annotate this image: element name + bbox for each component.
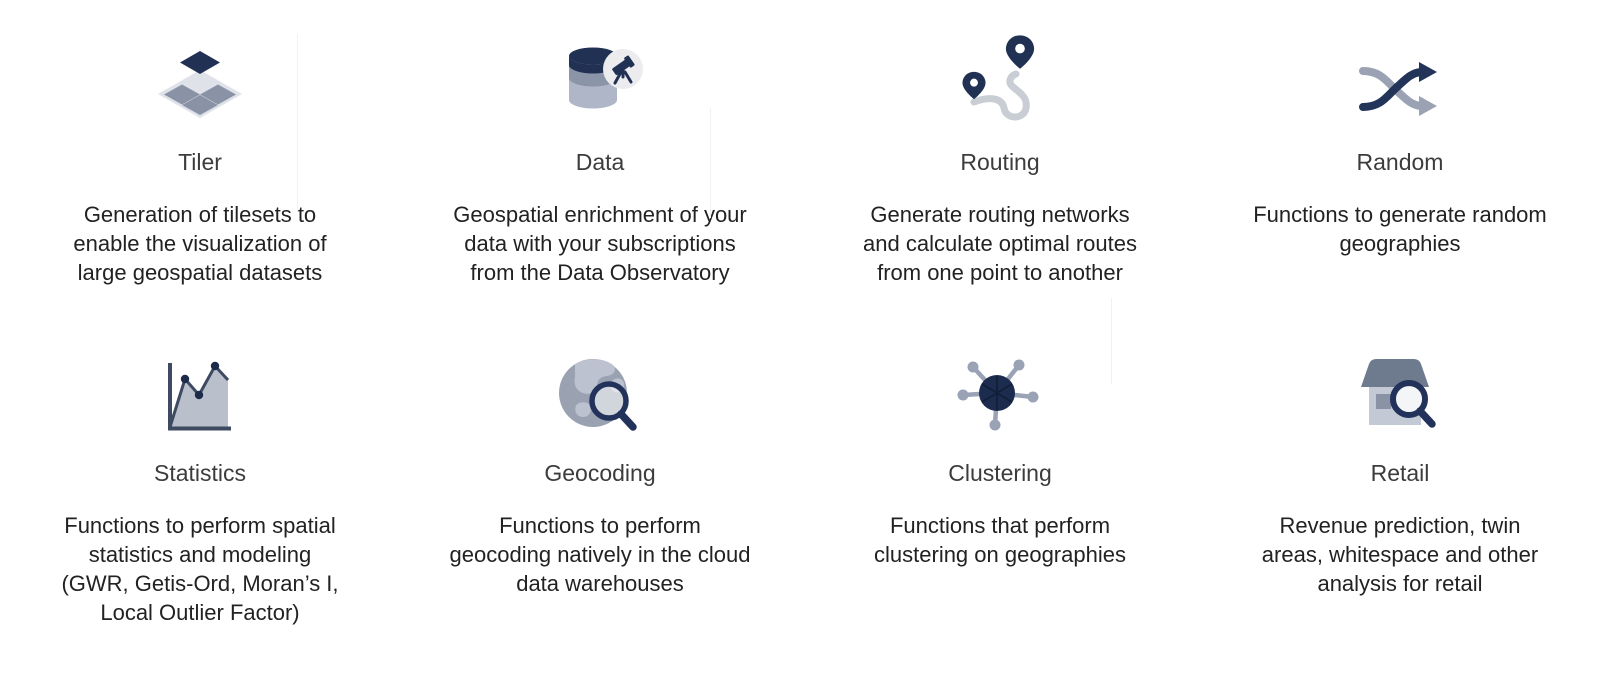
module-description: Generation of tilesets to enable the vis…: [73, 202, 327, 285]
module-card-statistics: Statistics Functions to perform spatial …: [0, 349, 400, 627]
network-nodes-icon: [945, 349, 1055, 441]
module-description: Functions to perform spatial statistics …: [61, 513, 339, 625]
module-card-random: Random Functions to generate random geog…: [1200, 38, 1600, 287]
faint-divider: [710, 108, 711, 218]
module-title: Clustering: [948, 460, 1052, 486]
area-chart-icon: [145, 349, 255, 441]
route-pins-icon: [944, 35, 1056, 130]
module-title: Tiler: [178, 149, 222, 175]
module-description: Geospatial enrichment of your data with …: [453, 202, 747, 285]
module-description: Functions to perform geocoding natively …: [449, 513, 751, 596]
module-description: Functions that perform clustering on geo…: [874, 513, 1126, 567]
tileset-tiles-icon: [145, 38, 255, 130]
module-card-tiler: Tiler Generation of tilesets to enable t…: [0, 38, 400, 287]
store-magnifier-icon: [1345, 349, 1455, 441]
module-card-retail: Retail Revenue prediction, twin areas, w…: [1200, 349, 1600, 627]
module-title: Data: [575, 149, 625, 175]
module-card-data: Data Geospatial enrichment of your data …: [400, 38, 800, 287]
module-title: Retail: [1370, 460, 1430, 486]
module-description: Functions to generate random geographies: [1253, 202, 1547, 256]
module-card-routing: Routing Generate routing networks and ca…: [800, 35, 1200, 287]
globe-magnifier-icon: [545, 349, 655, 441]
module-title: Statistics: [153, 460, 247, 486]
database-telescope-icon: [545, 38, 655, 130]
modules-grid: Tiler Generation of tilesets to enable t…: [0, 35, 1600, 627]
module-card-clustering: Clustering Functions that perform cluste…: [800, 349, 1200, 627]
globe-magnifier-icon-card: Geocoding Functions to perform geocoding…: [400, 349, 800, 627]
module-description: Revenue prediction, twin areas, whitespa…: [1261, 513, 1539, 596]
module-title: Routing: [960, 149, 1040, 175]
faint-divider: [297, 34, 298, 212]
faint-divider: [1111, 298, 1112, 384]
module-title: Geocoding: [544, 460, 656, 486]
module-description: Generate routing networks and calculate …: [863, 202, 1137, 285]
module-title: Random: [1356, 149, 1444, 175]
shuffle-arrows-icon: [1345, 38, 1455, 130]
